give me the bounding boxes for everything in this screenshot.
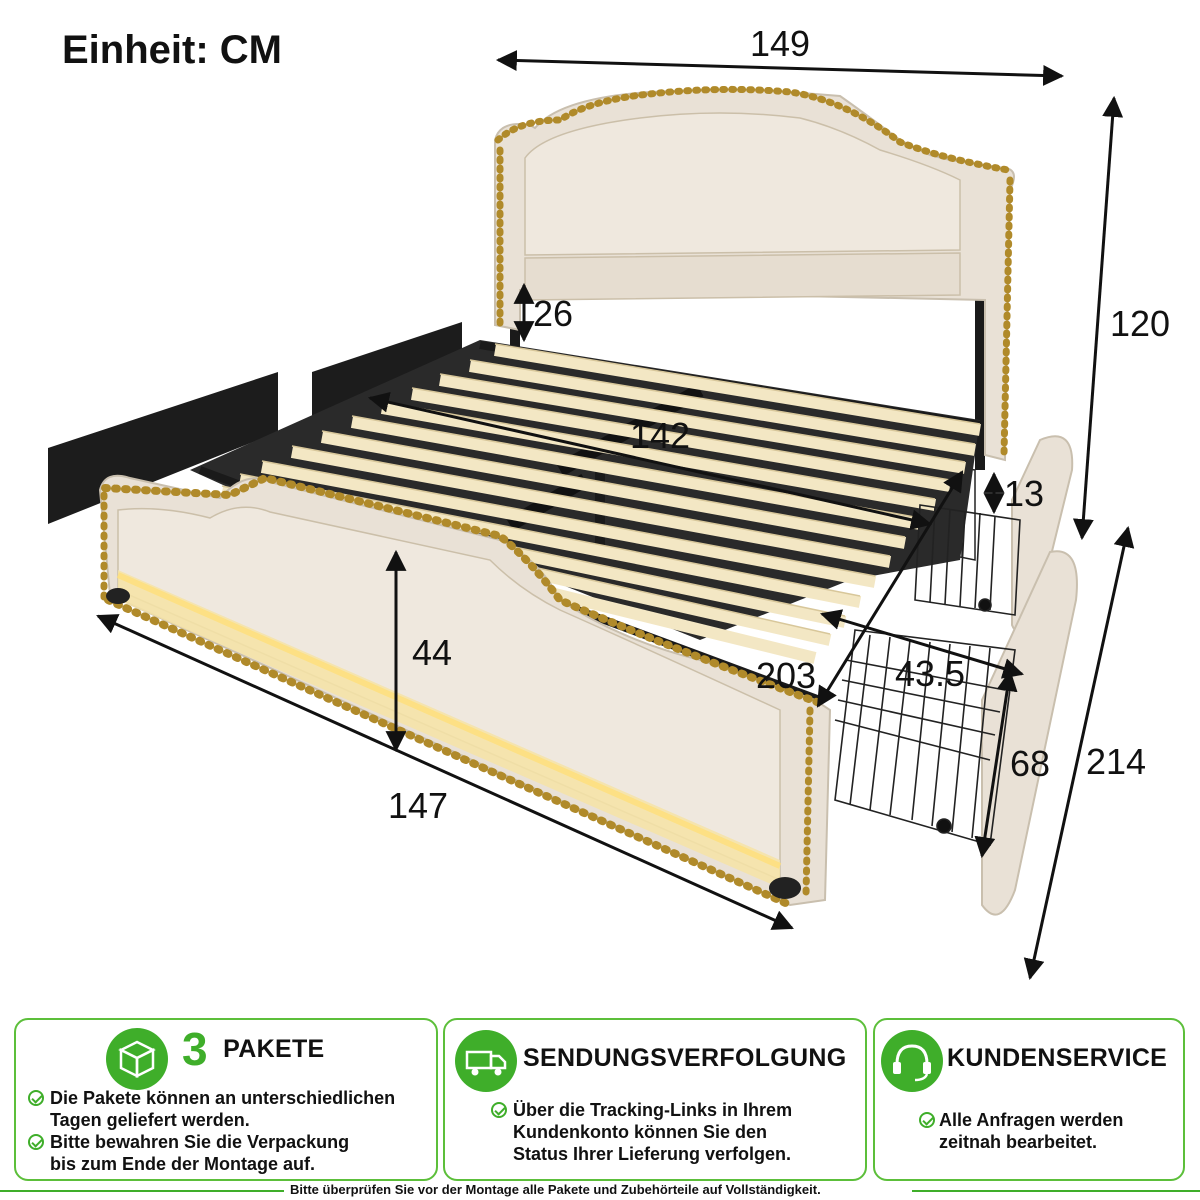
dim-height-total: 120 (1110, 303, 1170, 344)
card-text-line: Kundenkonto können Sie den (513, 1122, 768, 1142)
card-text-line: Status Ihrer Lieferung verfolgen. (513, 1144, 792, 1164)
card-text-line: zeitnah bearbeitet. (939, 1132, 1098, 1152)
card-text-line: Die Pakete können an unterschiedlichen (50, 1088, 396, 1108)
package-count: 3 (182, 1023, 208, 1075)
card-text-line: Alle Anfragen werden (939, 1110, 1124, 1130)
card-customer-service: KUNDENSERVICE Alle Anfragen werden zeitn… (873, 1018, 1185, 1181)
dim-length-side: 214 (1086, 741, 1146, 782)
card-title: SENDUNGSVERFOLGUNG (523, 1044, 847, 1072)
package-icon (106, 1028, 168, 1090)
bed-dimension-diagram: 149 120 26 142 13 44 203 43.5 147 68 214 (48, 23, 1170, 981)
card-packages: 3 PAKETE Die Pakete können an unterschie… (14, 1018, 438, 1181)
check-icon (28, 1134, 44, 1150)
side-panel-right (981, 550, 1078, 916)
footer-rule (0, 1190, 284, 1192)
card-text-line: Über die Tracking-Links in Ihrem (513, 1100, 793, 1120)
footer-rule (912, 1190, 1200, 1192)
dimension-arrows (96, 50, 1135, 981)
dim-drawer-depth: 68 (1010, 743, 1050, 784)
headboard (494, 85, 1015, 470)
dim-width-top: 149 (750, 23, 810, 64)
card-title: KUNDENSERVICE (947, 1044, 1168, 1072)
dim-drawer-width: 43.5 (895, 653, 965, 694)
footer: Bitte überprüfen Sie vor der Montage all… (0, 1181, 1200, 1200)
dim-length-total: 203 (756, 655, 816, 696)
dim-length-inner: 142 (630, 415, 690, 456)
card-text-line: Tagen geliefert werden. (50, 1110, 250, 1130)
dim-width-front: 147 (388, 785, 448, 826)
card-text-line: Bitte bewahren Sie die Verpackung (50, 1132, 350, 1152)
check-icon (919, 1112, 935, 1128)
dim-drawer-height: 13 (1004, 473, 1044, 514)
footer-note: Bitte überprüfen Sie vor der Montage all… (290, 1182, 821, 1197)
card-text-line: bis zum Ende der Montage auf. (50, 1154, 316, 1174)
card-tracking: SENDUNGSVERFOLGUNG Über die Tracking-Lin… (443, 1018, 867, 1181)
side-rail-board (312, 322, 462, 420)
dim-footboard-height: 44 (412, 632, 452, 673)
delivery-truck-icon (455, 1030, 517, 1092)
dim-clearance: 26 (533, 293, 573, 334)
check-icon (491, 1102, 507, 1118)
card-title: PAKETE (223, 1035, 325, 1063)
headset-icon (881, 1030, 943, 1092)
unit-label: Einheit: CM (62, 28, 282, 72)
check-icon (28, 1090, 44, 1106)
